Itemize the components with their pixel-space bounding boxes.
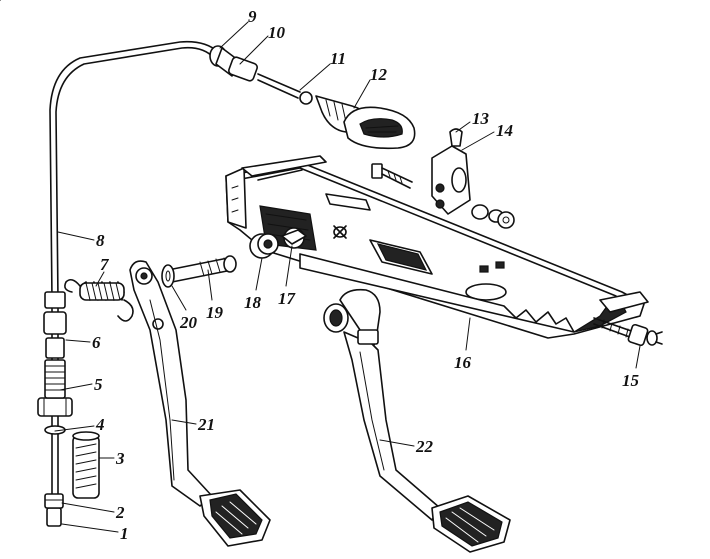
cable-nut bbox=[43, 291, 67, 359]
label-15: 15 bbox=[622, 371, 640, 390]
label-21: 21 bbox=[197, 415, 215, 434]
label-13: 13 bbox=[472, 109, 490, 128]
label-8: 8 bbox=[96, 231, 105, 250]
nuts-washers bbox=[471, 204, 515, 229]
label-3: 3 bbox=[115, 449, 125, 468]
label-10: 10 bbox=[268, 23, 286, 42]
pedal-bracket bbox=[225, 155, 649, 339]
spring-sleeve bbox=[72, 431, 100, 499]
clutch-cable bbox=[49, 40, 219, 511]
label-11: 11 bbox=[330, 49, 346, 68]
label-9: 9 bbox=[248, 7, 257, 26]
cable-boot bbox=[343, 106, 416, 150]
label-14: 14 bbox=[496, 121, 513, 140]
pedal-shaft-bushings bbox=[249, 227, 307, 259]
cable-adjuster bbox=[37, 359, 73, 435]
cable-tip bbox=[44, 493, 64, 527]
clutch-pedal bbox=[129, 260, 271, 547]
label-1: 1 bbox=[120, 524, 129, 543]
leader-lines bbox=[54, 21, 641, 533]
label-22: 22 bbox=[415, 437, 434, 456]
part-labels: 1 2 3 4 5 6 7 8 9 10 11 12 13 14 15 16 1… bbox=[92, 7, 640, 543]
stoplight-switch bbox=[593, 317, 663, 347]
label-5: 5 bbox=[94, 375, 103, 394]
label-6: 6 bbox=[92, 333, 101, 352]
bracket-bolt bbox=[371, 128, 471, 215]
return-spring bbox=[64, 278, 134, 322]
shaft-bolt bbox=[161, 255, 237, 288]
label-4: 4 bbox=[95, 415, 105, 434]
brake-pedal bbox=[323, 288, 511, 553]
label-17: 17 bbox=[278, 289, 297, 308]
label-12: 12 bbox=[370, 65, 388, 84]
label-16: 16 bbox=[454, 353, 472, 372]
label-18: 18 bbox=[244, 293, 262, 312]
label-20: 20 bbox=[179, 313, 198, 332]
label-2: 2 bbox=[115, 503, 125, 522]
label-19: 19 bbox=[206, 303, 224, 322]
label-7: 7 bbox=[100, 255, 110, 274]
